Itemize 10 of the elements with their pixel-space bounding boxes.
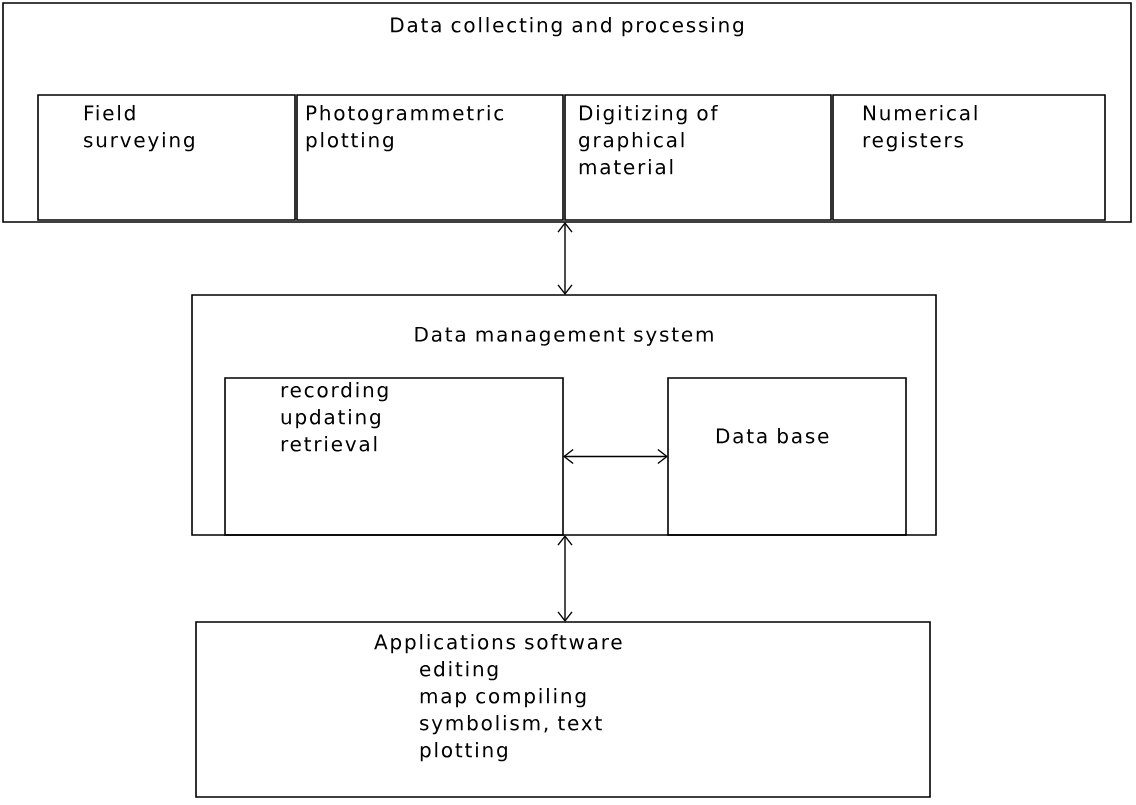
double-arrow (563, 448, 668, 465)
double-arrow (557, 222, 573, 295)
process-box: Field surveying (37, 94, 296, 221)
process-box: recording updating retrieval (224, 377, 564, 536)
process-box: Digitizing of graphical material (564, 94, 832, 221)
process-box: Photogrammetric plotting (296, 94, 564, 221)
software-box: Applications software editing map compiling symbolism, text plotting (195, 621, 931, 798)
process-box: Numerical registers (832, 94, 1106, 221)
database-box: Data base (667, 377, 907, 536)
double-arrow (557, 535, 573, 622)
